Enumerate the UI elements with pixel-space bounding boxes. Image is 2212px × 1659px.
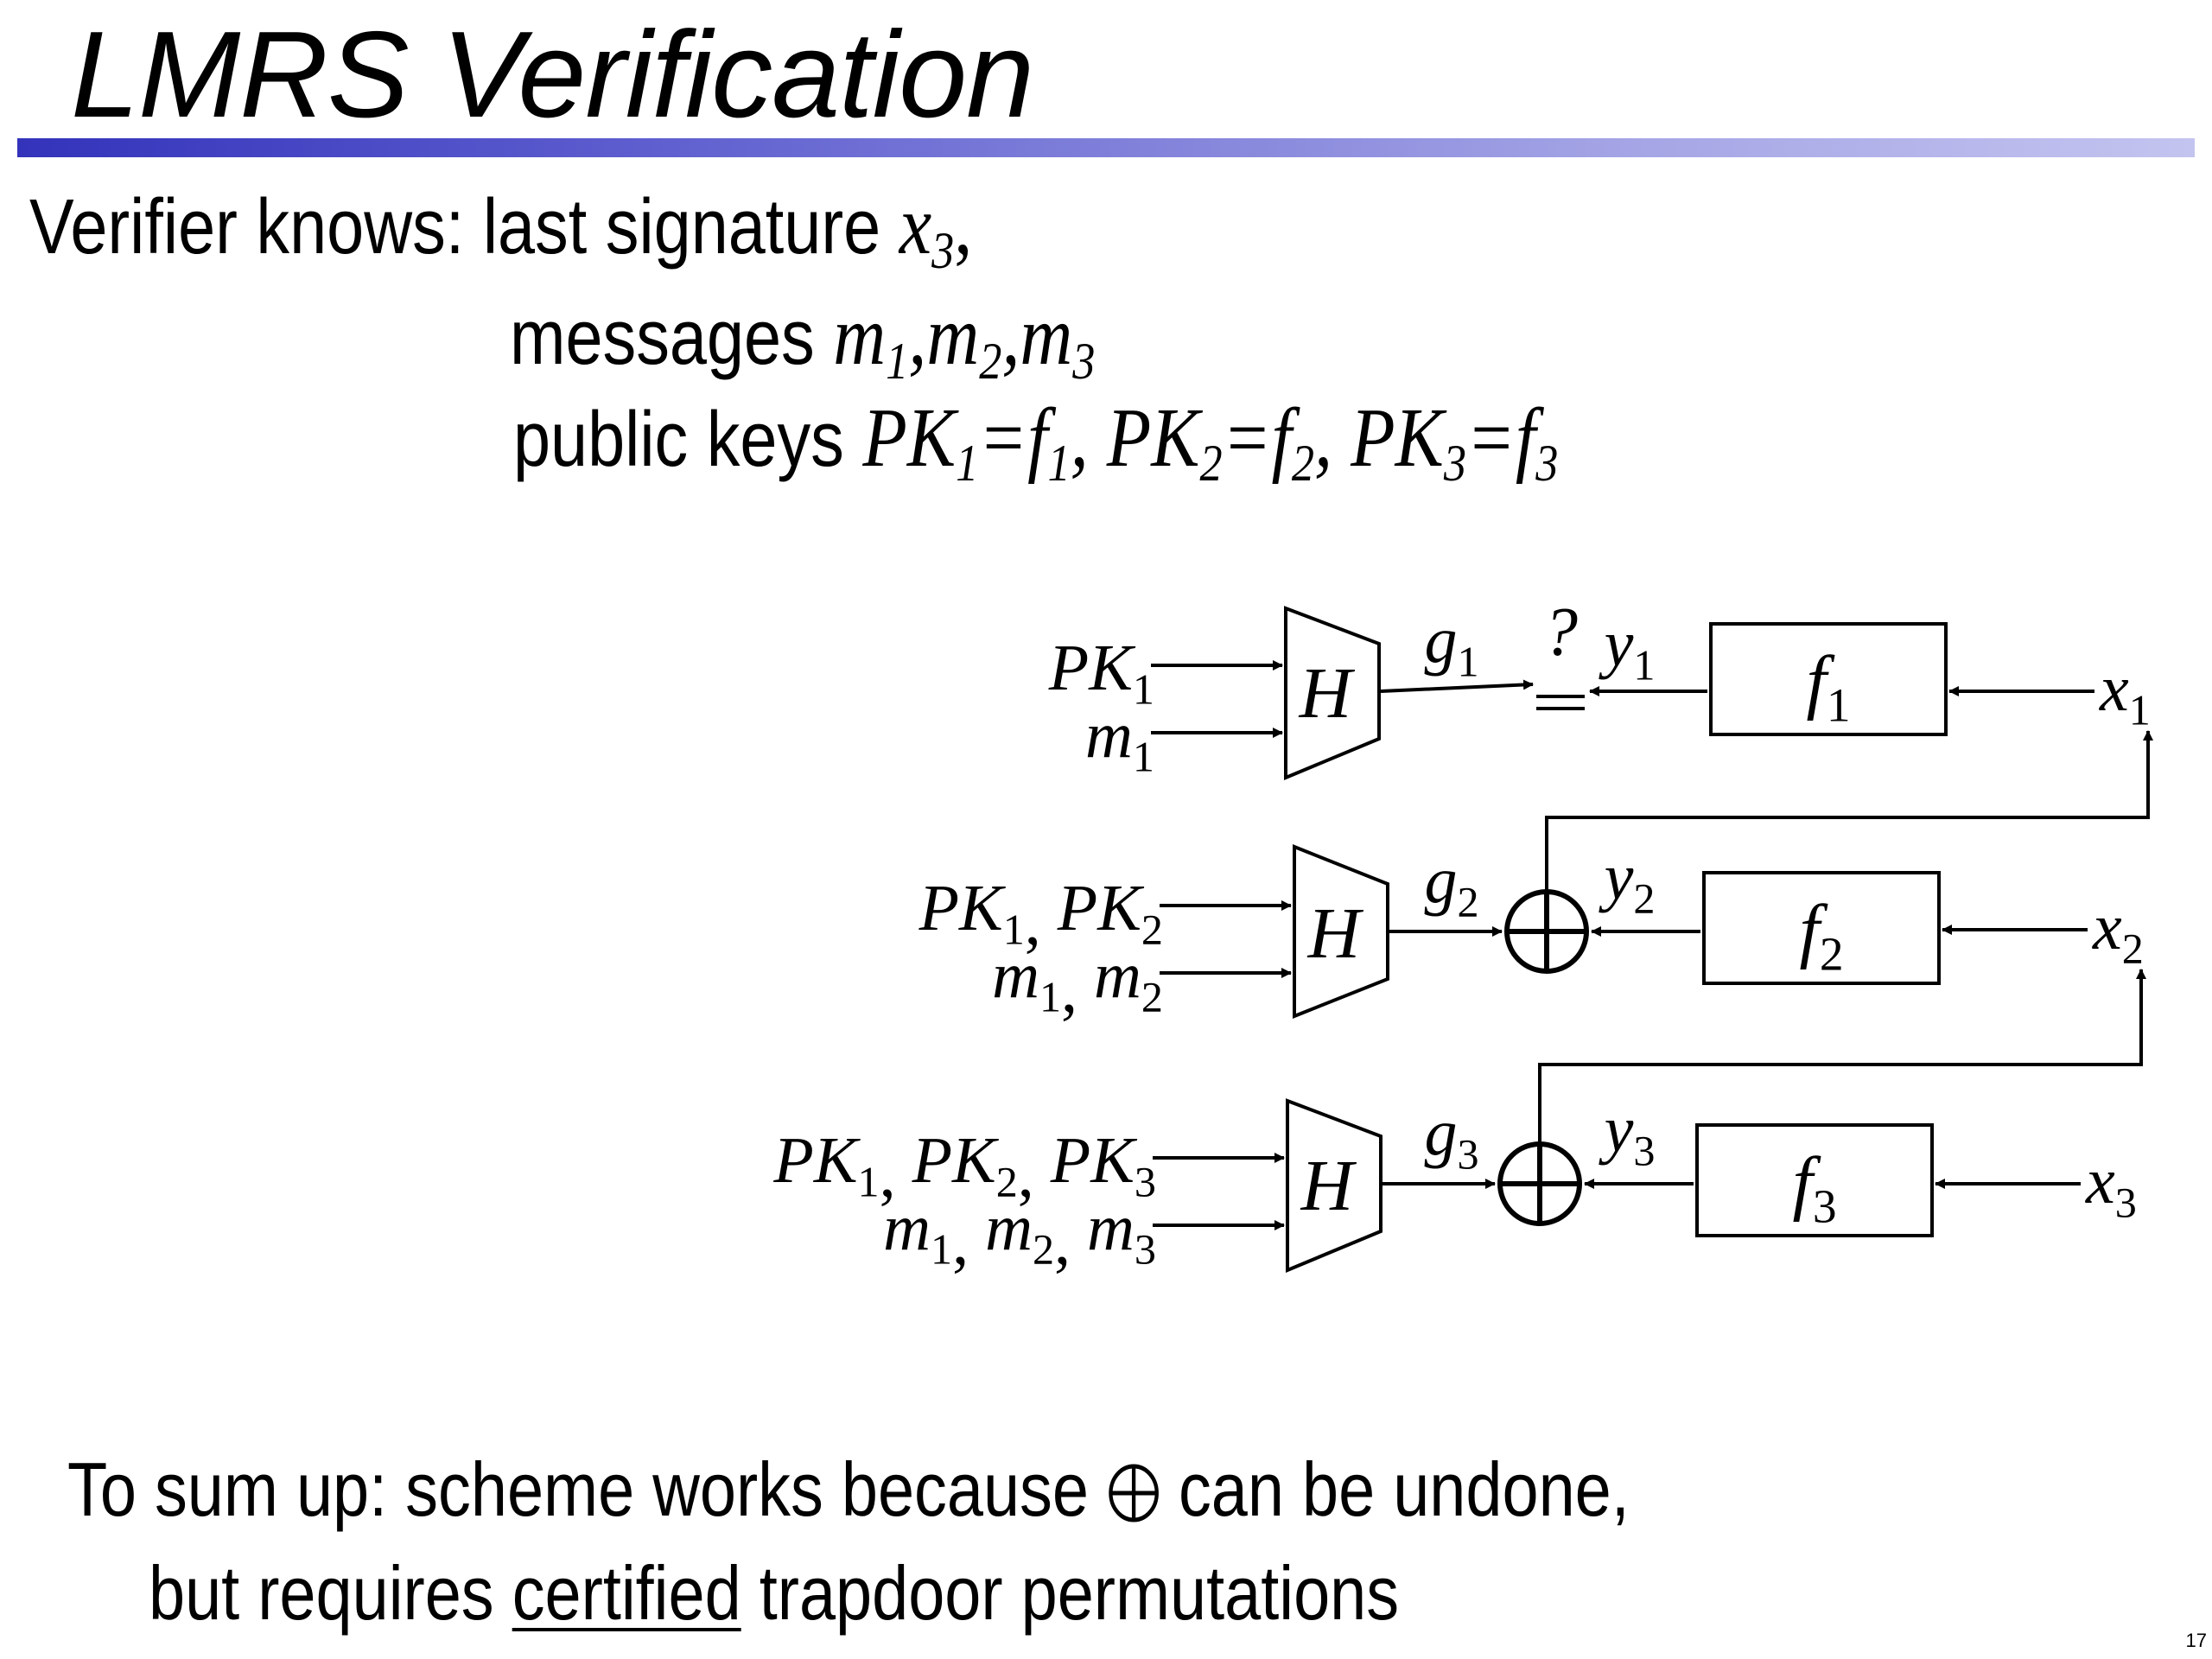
g-label-1: g1 <box>1424 604 1478 686</box>
f-label-2: f2 <box>1799 890 1843 980</box>
last-signature-var: x3 <box>899 179 955 280</box>
xor-to-x-feedback-3 <box>1538 969 2146 1144</box>
y-label-3: y3 <box>1599 1093 1656 1175</box>
public-key-3: PK3=f3 <box>1351 391 1559 493</box>
m-inputs-label-1: m1 <box>1085 699 1154 781</box>
f-box-2 <box>1702 871 1941 985</box>
pk-inputs-label-3: PK1, PK2, PK3 <box>772 1124 1156 1211</box>
hash-block-3 <box>1286 1098 1382 1273</box>
title-underline-bar <box>17 138 2195 157</box>
public-keys-list: PK1=f1, PK2=f2, PK3=f3 <box>862 396 1558 490</box>
x-label-3: x3 <box>2085 1145 2137 1227</box>
x-label-1: x1 <box>2099 652 2151 734</box>
summary-line-1: To sum up: scheme works because can be u… <box>67 1452 1630 1528</box>
summary-text-d: trapdoor permutations <box>759 1550 1400 1636</box>
pk-inputs-label-2: PK1, PK2 <box>918 872 1163 959</box>
line1-comma: , <box>954 179 973 272</box>
summary-text-a: To sum up: scheme works because <box>67 1446 1089 1532</box>
public-key-2: PK2=f2, <box>1106 391 1351 493</box>
hash-label-3: H <box>1300 1146 1357 1226</box>
oplus-icon <box>1109 1464 1159 1522</box>
g-label-3: g3 <box>1424 1096 1478 1179</box>
messages-label: messages <box>510 295 815 381</box>
question-mark: ? <box>1543 594 1578 671</box>
certified-word: certified <box>512 1550 741 1636</box>
summary-text-b: can be undone, <box>1178 1446 1630 1532</box>
m-inputs-label-3: m1, m2, m3 <box>883 1192 1156 1279</box>
page-number: 17 <box>2185 1630 2207 1651</box>
public-key-1: PK1=f1, <box>862 391 1107 493</box>
xor-node-3 <box>1497 1141 1582 1226</box>
verifier-line-2: messages m1,m2,m3 <box>510 294 1095 388</box>
m-inputs-label-2: m1, m2 <box>992 939 1163 1027</box>
pk-inputs-label-1: PK1 <box>1048 632 1154 714</box>
slide-title: LMRS Verification <box>71 6 1034 143</box>
y-label-2: y2 <box>1599 841 1656 923</box>
verifier-line-1: Verifier knows: last signature x3, <box>29 183 972 277</box>
message-3: m3 <box>1020 289 1096 391</box>
g-to-check-arrow-1 <box>1380 679 1534 693</box>
message-2: m2, <box>926 289 1020 391</box>
messages-list: m1,m2,m3 <box>833 294 1095 388</box>
xor-to-x-feedback-2 <box>1545 730 2153 892</box>
public-keys-label: public keys <box>513 397 844 483</box>
xor-node-2 <box>1504 889 1589 974</box>
hash-block-1 <box>1284 606 1381 780</box>
verifier-line-3: public keys PK1=f1, PK2=f2, PK3=f3 <box>513 396 1558 490</box>
message-1: m1, <box>833 289 927 391</box>
summary-line-2: but requires certified trapdoor permutat… <box>149 1555 1399 1631</box>
summary-text-c: but requires <box>149 1550 494 1636</box>
hash-label-1: H <box>1299 653 1356 734</box>
last-signature-label: last signature <box>482 184 881 270</box>
f-box-1 <box>1709 622 1948 736</box>
verifier-lead: Verifier knows: <box>29 184 465 270</box>
f-label-3: f3 <box>1792 1142 1836 1232</box>
f-box-3 <box>1695 1123 1934 1237</box>
hash-block-2 <box>1293 844 1389 1019</box>
g-label-2: g2 <box>1424 844 1478 926</box>
y-label-1: y1 <box>1599 607 1656 690</box>
hash-label-2: H <box>1307 893 1364 974</box>
f-label-1: f1 <box>1806 641 1850 731</box>
x-label-2: x2 <box>2092 891 2144 973</box>
